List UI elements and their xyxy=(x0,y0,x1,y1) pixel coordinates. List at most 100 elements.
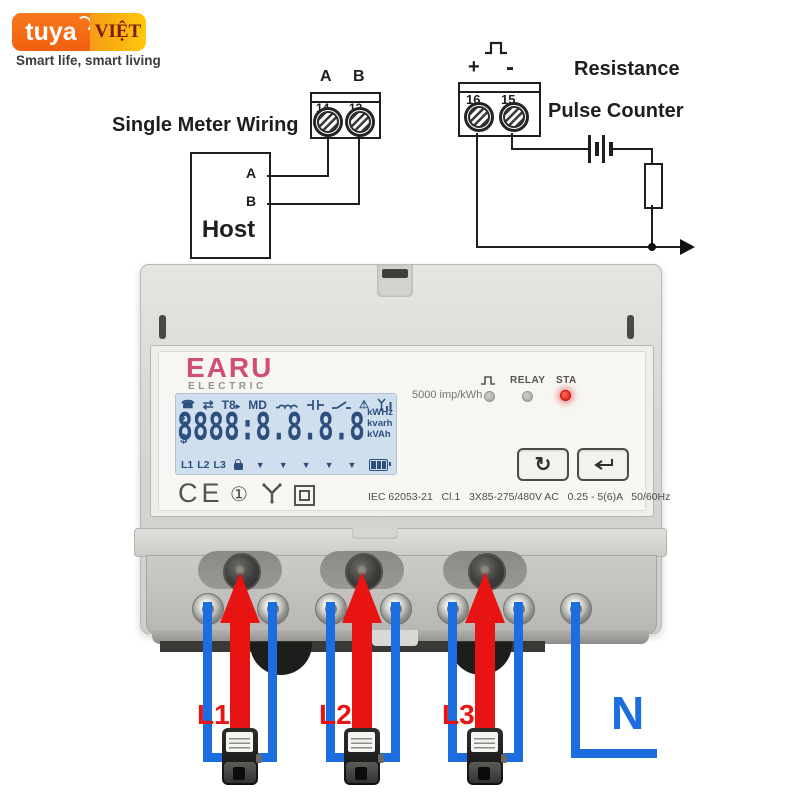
brand-name: EARU xyxy=(186,352,274,383)
ct-nub xyxy=(378,754,384,763)
underside-bump xyxy=(250,642,312,675)
lcd-phase-l1: L1 xyxy=(181,458,194,471)
l2-arrow-head xyxy=(342,572,382,623)
lcd-display: ☎ ⇄ T8▸ MD ⚠ Σ $ 8888:8.8.8.8 xyxy=(175,393,397,475)
resistor xyxy=(644,163,663,209)
l3-arrow xyxy=(475,621,495,748)
l1-arrow-head xyxy=(220,572,260,623)
neutral-wire-horizontal xyxy=(571,749,657,758)
din-clip-slot xyxy=(382,269,408,278)
wire-a-vertical xyxy=(327,135,329,177)
resistance-label: Resistance xyxy=(574,58,680,80)
lcd-digits: 8888:8.8.8.8 xyxy=(177,406,365,450)
ct1-wire-leg xyxy=(268,602,277,762)
host-port-b: B xyxy=(246,193,257,209)
lcd-phase-l3: L3 xyxy=(213,458,226,471)
cursor-triangle-icon: ▼ xyxy=(347,459,357,470)
housing-slot-right xyxy=(627,315,634,339)
cursor-triangle-icon: ▼ xyxy=(301,459,311,470)
terminal-14-screw-icon xyxy=(313,107,343,137)
host-port-a: A xyxy=(246,165,257,181)
cycle-button[interactable]: ↻ xyxy=(517,448,569,481)
current-transformer-clamp-3 xyxy=(467,728,507,785)
host-label: Host xyxy=(201,216,256,243)
switch-icon xyxy=(332,401,352,409)
l2-label: L2 xyxy=(319,699,352,730)
pulse-wire-to-resistor xyxy=(613,148,653,150)
ct-label xyxy=(226,732,253,752)
phone-icon: ☎ xyxy=(181,399,195,411)
resistor-lead-bottom xyxy=(651,205,653,248)
terminal-block-header xyxy=(312,94,379,103)
impulse-rate: 5000 imp/kWh xyxy=(412,389,483,401)
battery-icon xyxy=(369,458,391,471)
pulse-wire-15-horizontal xyxy=(511,148,588,150)
plus-label: + xyxy=(468,56,480,78)
lcd-icon-row: ☎ ⇄ T8▸ MD ⚠ xyxy=(181,397,392,412)
l2-arrow xyxy=(352,621,372,748)
wire-a-horizontal xyxy=(267,175,329,177)
inductor-icon xyxy=(275,404,298,410)
ct2-wire-leg xyxy=(391,602,400,762)
ct-nub xyxy=(501,754,507,763)
output-arrow-icon xyxy=(680,239,695,255)
terminal-block-header xyxy=(460,84,539,93)
current-transformer-clamp-1 xyxy=(222,728,262,785)
neutral-label: N xyxy=(611,687,645,739)
tuya-logo-text: tuya xyxy=(25,17,77,46)
max-demand-indicator: MD xyxy=(248,397,267,412)
ct-hole xyxy=(233,767,245,780)
pulse-symbol-icon xyxy=(485,41,507,55)
pulse-wire-bottom xyxy=(476,246,682,248)
enter-button[interactable] xyxy=(577,448,629,481)
battery-bar-icon xyxy=(588,135,591,163)
resistor-lead-top xyxy=(651,148,653,165)
battery-bar-icon xyxy=(595,142,599,156)
l3-arrow-head xyxy=(465,572,505,623)
lcd-phase-l2: L2 xyxy=(197,458,210,471)
signal-strength-icon xyxy=(377,398,392,411)
viet-logo: VIỆT xyxy=(90,13,146,51)
refresh-icon: ↻ xyxy=(534,453,552,476)
pulse-wire-15-vertical xyxy=(511,133,513,149)
lcd-left-symbols: Σ $ xyxy=(180,409,188,449)
pulse-wire-16-vertical xyxy=(476,133,478,248)
terminal-15-screw-icon xyxy=(499,102,529,132)
capacitor-icon xyxy=(306,399,324,410)
brand-subtitle: ELECTRIC xyxy=(188,381,267,392)
ct-label xyxy=(348,732,375,752)
terminal-b-label: B xyxy=(353,68,365,85)
ct-hole xyxy=(478,767,490,780)
wye-symbol-icon xyxy=(262,483,282,504)
terminal-16-screw-icon xyxy=(464,102,494,132)
dollar-symbol: $ xyxy=(180,431,188,447)
current-transformer-clamp-2 xyxy=(344,728,384,785)
lock-icon xyxy=(233,458,243,470)
neutral-wire-vertical xyxy=(571,602,580,758)
circled-one-mark: ① xyxy=(230,484,248,506)
unit-kw-hz: kWHz xyxy=(367,407,393,418)
meter-spec-text: IEC 62053-21 Cl.1 3X85-275/480V AC 0.25 … xyxy=(368,491,671,503)
minus-label: - xyxy=(506,54,514,81)
battery-bar-icon xyxy=(609,142,613,156)
comm-arrows-icon: ⇄ xyxy=(202,396,214,412)
viet-logo-text: VIỆT xyxy=(94,21,142,42)
pulse-led-icon xyxy=(481,376,495,385)
pulse-counter-label: Pulse Counter xyxy=(548,100,684,122)
sigma-symbol: Σ xyxy=(180,411,188,426)
l1-arrow xyxy=(230,621,250,748)
ce-mark: CE xyxy=(178,478,224,508)
wire-b-vertical xyxy=(358,135,360,205)
ct2-wire-leg xyxy=(326,602,335,762)
wire-b-horizontal xyxy=(267,203,360,205)
l1-label: L1 xyxy=(197,699,230,730)
ct-label xyxy=(471,732,498,752)
ct-hole xyxy=(355,767,367,780)
logo-tagline: Smart life, smart living xyxy=(16,53,161,68)
housing-slot-left xyxy=(159,315,166,339)
ct-nub xyxy=(256,754,262,763)
relay-led-label: RELAY xyxy=(510,375,546,386)
l3-label: L3 xyxy=(442,699,475,730)
warning-icon: ⚠ xyxy=(359,399,369,411)
